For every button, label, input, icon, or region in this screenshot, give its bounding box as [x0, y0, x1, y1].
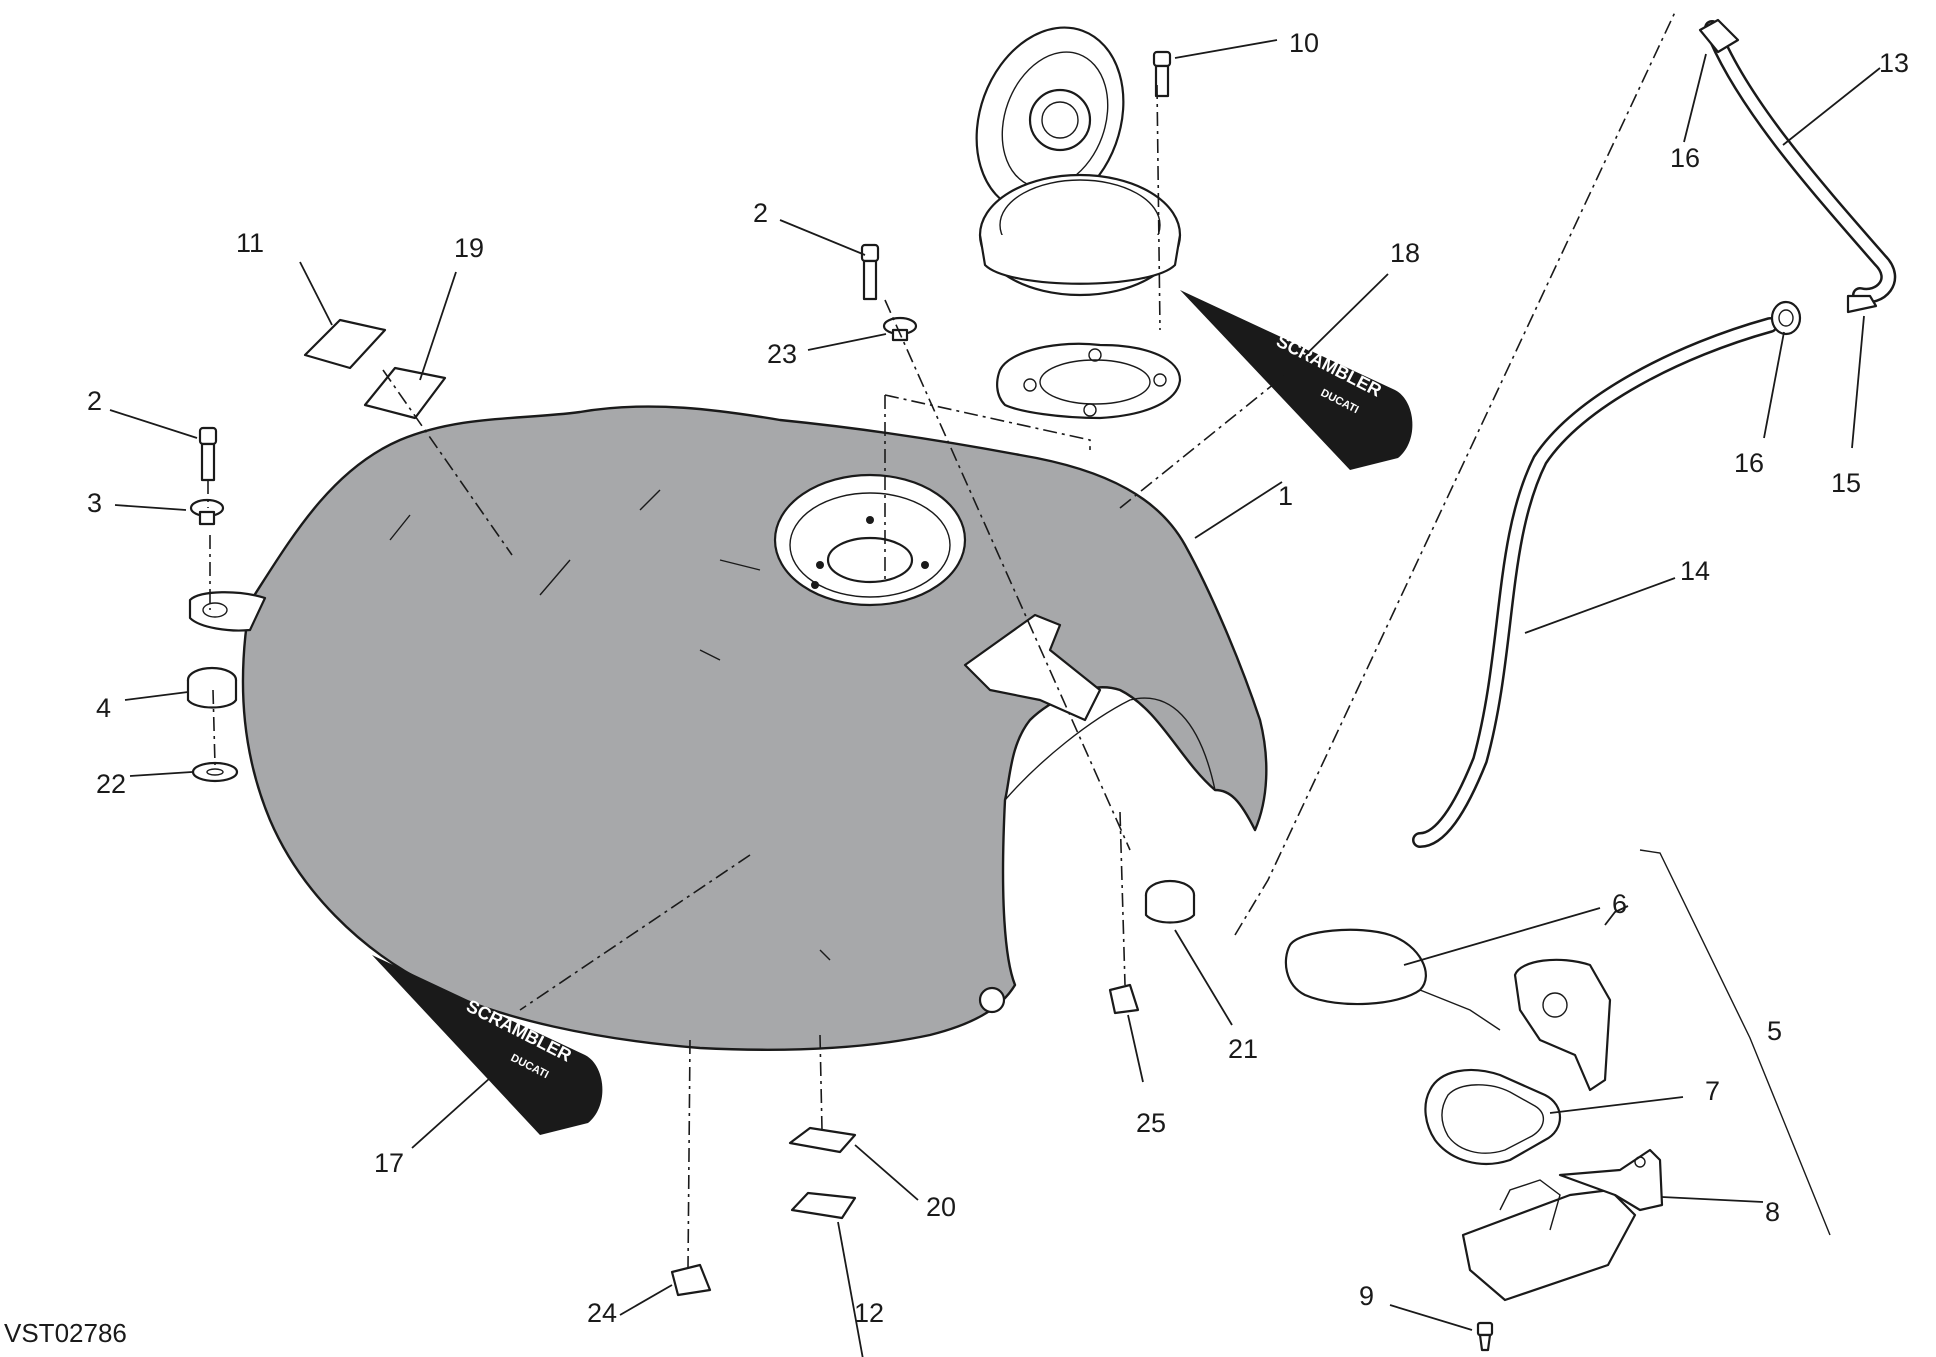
callout-7: 7 [1705, 1076, 1720, 1106]
bolt-10-icon[interactable] [1152, 50, 1172, 98]
clamp-16-icon[interactable] [1770, 300, 1802, 336]
callout-23: 23 [767, 339, 797, 369]
callout-22: 22 [96, 769, 126, 799]
washer-22-icon[interactable] [191, 761, 239, 783]
pad-12-icon[interactable] [790, 1191, 857, 1220]
hose-cap-16-top-icon[interactable] [1698, 18, 1740, 54]
callout-17: 17 [374, 1148, 404, 1178]
callout-11: 11 [236, 228, 264, 258]
callout-20: 20 [926, 1192, 956, 1222]
rubber-block-24-icon[interactable] [670, 1263, 712, 1297]
callout-4: 4 [96, 693, 111, 723]
fuel-pump-icon[interactable] [1284, 849, 1831, 1352]
callout-19: 19 [454, 233, 484, 263]
washer-23-icon[interactable] [882, 316, 918, 342]
rubber-block-25-icon[interactable] [1108, 983, 1140, 1015]
pad-11-icon[interactable] [303, 318, 387, 370]
assembly-lines [207, 9, 1677, 1269]
callout-12: 12 [854, 1298, 884, 1328]
callout-3: 3 [87, 488, 102, 518]
fuel-tank-icon[interactable] [188, 405, 1268, 1051]
connector-15-icon[interactable] [1846, 294, 1878, 314]
callout-16-top: 16 [1670, 143, 1700, 173]
callout-16-bottom: 16 [1734, 448, 1764, 478]
hose-icon[interactable] [1412, 20, 1897, 848]
rubber-grommet-21-icon[interactable] [1144, 879, 1196, 924]
pad-20-icon[interactable] [788, 1126, 857, 1154]
callout-2-center: 2 [753, 198, 768, 228]
leader-lines [109, 39, 1881, 1357]
callout-8: 8 [1765, 1197, 1780, 1227]
callout-13: 13 [1879, 48, 1909, 78]
rubber-grommet-4-icon[interactable] [186, 666, 238, 709]
callout-5: 5 [1767, 1016, 1782, 1046]
callout-6: 6 [1612, 889, 1627, 919]
callout-2-left: 2 [87, 386, 102, 416]
callout-21: 21 [1228, 1034, 1258, 1064]
callout-15: 15 [1831, 468, 1861, 498]
callout-14: 14 [1680, 556, 1710, 586]
callout-1: 1 [1278, 481, 1293, 511]
bolt-2-center-icon[interactable] [860, 243, 880, 301]
callout-25: 25 [1136, 1108, 1166, 1138]
drawing-code: VST02786 [4, 1318, 127, 1348]
callout-10: 10 [1289, 28, 1319, 58]
decal-18-icon[interactable]: SCRAMBLER DUCATI [1180, 290, 1413, 470]
filler-cap-icon[interactable] [952, 7, 1182, 420]
pad-19-icon[interactable] [363, 366, 447, 420]
bolt-2-left-icon[interactable] [198, 426, 218, 482]
callout-9: 9 [1359, 1281, 1374, 1311]
callout-24: 24 [587, 1298, 617, 1328]
callout-labels: 1 2 2 3 4 5 6 7 8 9 10 11 12 13 14 15 16… [87, 28, 1909, 1328]
callout-18: 18 [1390, 238, 1420, 268]
washer-3-icon[interactable] [189, 498, 225, 526]
